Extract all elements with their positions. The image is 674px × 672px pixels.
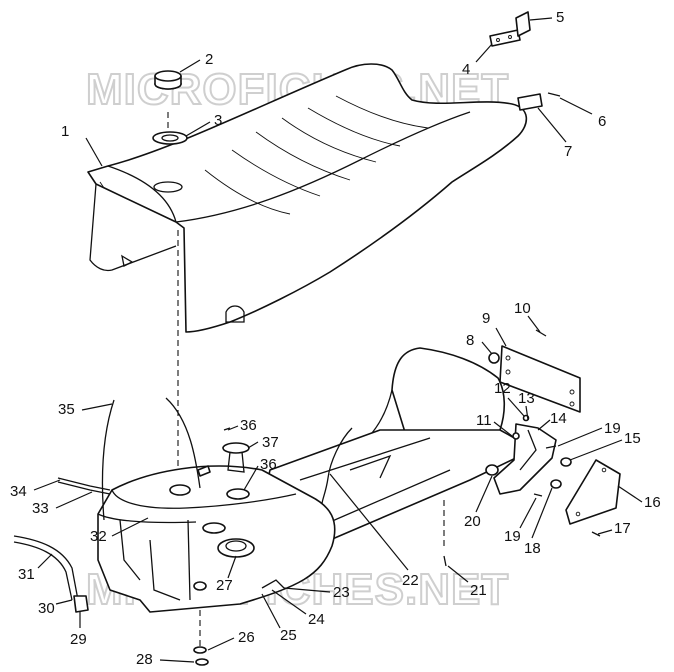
callout-36b: 36 [260, 456, 277, 473]
plate-7 [517, 93, 543, 111]
callout-20: 20 [464, 513, 481, 530]
callout-4: 4 [462, 61, 470, 78]
callout-13: 13 [518, 390, 535, 407]
bracket-4 [489, 29, 521, 47]
callout-14: 14 [550, 410, 567, 427]
washer-20 [485, 464, 499, 476]
callout-34: 34 [10, 483, 27, 500]
callout-8: 8 [466, 332, 474, 349]
callout-29: 29 [70, 631, 87, 648]
callout-37: 37 [262, 434, 279, 451]
spacer-15 [560, 457, 572, 467]
callout-19a: 19 [604, 420, 621, 437]
callout-3: 3 [214, 112, 222, 129]
callout-35: 35 [58, 401, 75, 418]
callout-21: 21 [470, 582, 487, 599]
screw-17 [591, 531, 601, 537]
callout-7: 7 [564, 143, 572, 160]
screw-19 [533, 445, 557, 497]
callout-17: 17 [614, 520, 631, 537]
fuel-lines [13, 397, 353, 601]
callout-10: 10 [514, 300, 531, 317]
callout-26: 26 [238, 629, 255, 646]
nut-8 [488, 352, 500, 364]
callout-24: 24 [308, 611, 325, 628]
seat-cover [87, 63, 528, 333]
callout-22: 22 [402, 572, 419, 589]
callout-6: 6 [598, 113, 606, 130]
callout-2: 2 [205, 51, 213, 68]
screw-21 [443, 555, 447, 567]
callout-31: 31 [18, 566, 35, 583]
callout-27: 27 [216, 577, 233, 594]
mud-flap-16 [565, 459, 621, 525]
callout-15: 15 [624, 430, 641, 447]
callout-1: 1 [61, 123, 69, 140]
fuel-tank [97, 465, 336, 613]
bracket-14 [493, 423, 557, 495]
callout-28: 28 [136, 651, 153, 668]
clip-5 [515, 11, 531, 37]
callout-33: 33 [32, 500, 49, 517]
fitting-36 [197, 427, 231, 477]
callout-labels: 1 2 3 4 5 6 7 8 9 10 11 12 13 14 15 16 1… [10, 9, 661, 668]
gasket [152, 131, 188, 145]
callout-23: 23 [333, 584, 350, 601]
callout-32: 32 [90, 528, 107, 545]
callout-9: 9 [482, 310, 490, 327]
callout-19b: 19 [504, 528, 521, 545]
gas-cap [154, 70, 182, 90]
callout-11: 11 [476, 412, 492, 429]
callout-25: 25 [280, 627, 297, 644]
callout-30: 30 [38, 600, 55, 617]
callout-36a: 36 [240, 417, 257, 434]
drain-plug-28 [193, 646, 209, 666]
leader-lines [33, 17, 643, 663]
callout-5: 5 [556, 9, 564, 26]
callout-18: 18 [524, 540, 541, 557]
spacer-18 [550, 479, 562, 489]
callout-16: 16 [644, 494, 661, 511]
license-plate-9 [499, 345, 581, 413]
pins-11-13 [512, 414, 530, 440]
bolt-10 [535, 329, 547, 337]
callout-12: 12 [494, 380, 511, 397]
clamp-29 [73, 595, 89, 613]
screw-6 [547, 92, 561, 97]
